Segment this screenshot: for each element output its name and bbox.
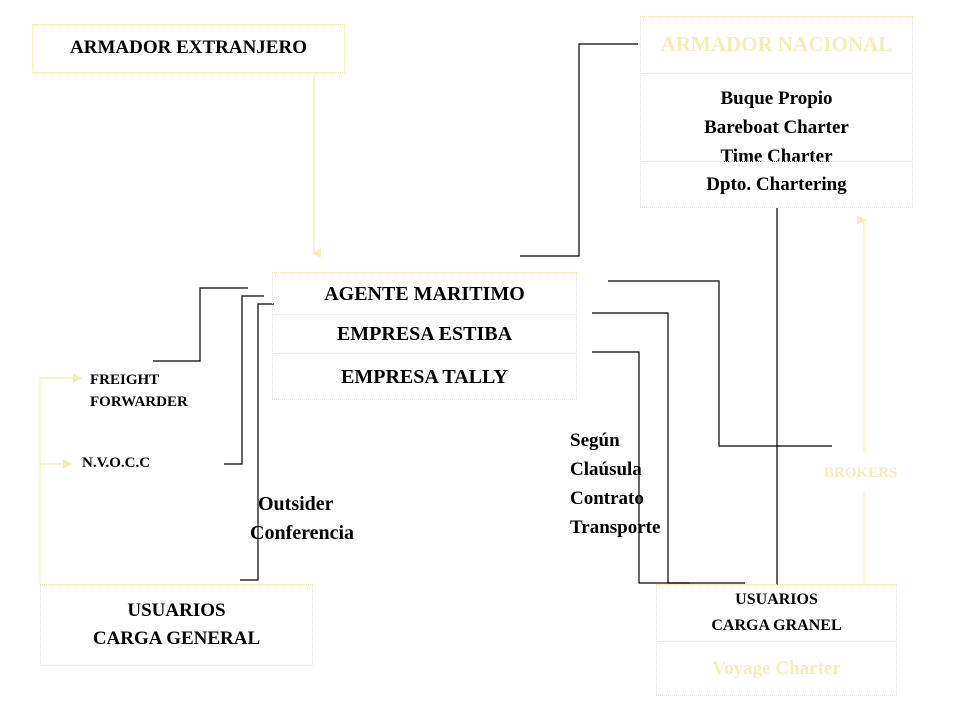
segun-line2: Claúsula [570, 459, 642, 480]
armador-nacional-box: ARMADOR NACIONAL Buque Propio Bareboat C… [640, 16, 913, 208]
brokers-label: BROKERS [824, 465, 898, 481]
freight-forwarder-label: FREIGHT FORWARDER [90, 369, 188, 413]
outsider-conferencia-label: Outsider Conferencia [250, 490, 354, 548]
bareboat-charter-label: Bareboat Charter [704, 116, 849, 138]
outsider-line1: Outsider [258, 493, 334, 515]
usuarios-general-line2: CARGA GENERAL [92, 628, 261, 649]
line-nvocc-to-agente [224, 295, 264, 465]
usuarios-granel-box: USUARIOS CARGA GRANEL Voyage Charter [656, 584, 897, 696]
nvocc-label: N.V.O.C.C [82, 455, 151, 471]
outsider-line2: Conferencia [250, 522, 355, 544]
empresa-tally-label: EMPRESA TALLY [341, 366, 508, 388]
line-outsider-to-agente [240, 303, 274, 581]
usuarios-general-box: USUARIOS CARGA GENERAL [40, 584, 313, 666]
usuarios-granel-label: USUARIOS CARGA GRANEL [657, 585, 896, 641]
usuarios-general-label: USUARIOS CARGA GENERAL [41, 585, 312, 665]
line-estiba-to-granel [592, 312, 745, 584]
dpto-chartering-label: Dpto. Chartering [706, 173, 847, 195]
line-agente-to-brokers [608, 280, 832, 447]
voyage-charter-label: Voyage Charter [712, 657, 841, 679]
usuarios-granel-line2: CARGA GRANEL [711, 617, 842, 634]
agente-box: AGENTE MARITIMO EMPRESA ESTIBA EMPRESA T… [272, 272, 577, 400]
line-freight-to-agente [153, 287, 248, 362]
freight-line2: FORWARDER [90, 394, 188, 410]
line-general-to-freight [39, 373, 83, 584]
armador-nacional-title: ARMADOR NACIONAL [660, 32, 893, 57]
freight-line1: FREIGHT [90, 372, 160, 388]
segun-clausula-label: Según Claúsula Contrato Transporte [570, 426, 660, 542]
usuarios-general-line1: USUARIOS [127, 600, 226, 621]
segun-line1: Según [570, 430, 620, 451]
segun-line3: Contrato [570, 488, 644, 509]
segun-line4: Transporte [570, 517, 661, 538]
line-agente-to-nacional [520, 43, 638, 257]
empresa-estiba-label: EMPRESA ESTIBA [336, 323, 513, 345]
armador-extranjero-label: ARMADOR EXTRANJERO [70, 37, 307, 59]
buque-propio-label: Buque Propio [720, 87, 833, 109]
agente-maritimo-label: AGENTE MARITIMO [324, 282, 525, 305]
line-tally-to-granel [592, 351, 690, 584]
usuarios-granel-line1: USUARIOS [735, 591, 818, 608]
armador-extranjero-box: ARMADOR EXTRANJERO [32, 24, 345, 73]
